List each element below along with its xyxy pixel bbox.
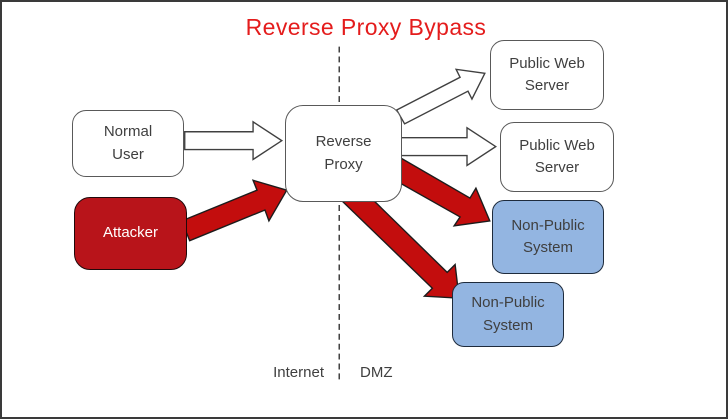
node-public-web-server-bottom: Public Web Server [500,122,614,192]
arrow-proxy-to-public-web-server-top [395,68,486,125]
arrow-proxy-to-public-web-server-bottom [398,126,497,167]
zone-label-internet: Internet [273,364,324,381]
node-public-web-server-top: Public Web Server [490,40,604,110]
arrow-attacker-to-proxy [180,179,288,242]
node-reverse-proxy: Reverse Proxy [285,105,402,202]
diagram-title: Reverse Proxy Bypass [245,14,487,40]
arrow-proxy-to-non-public-system-top [390,157,491,227]
arrow-proxy-to-non-public-system-bottom [341,184,460,299]
arrow-normal-user-to-proxy [184,120,284,161]
node-attacker: Attacker [74,197,187,270]
node-non-public-system-bottom: Non-Public System [452,282,564,347]
zone-label-dmz: DMZ [360,364,393,381]
node-normal-user: Normal User [72,110,184,177]
node-non-public-system-top: Non-Public System [492,200,604,274]
